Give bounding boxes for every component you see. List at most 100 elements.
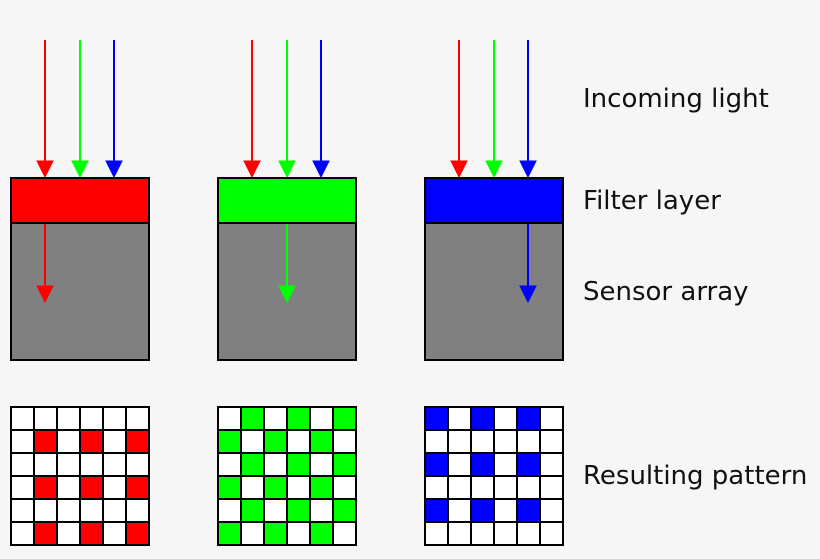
- pattern-cell: [102, 498, 127, 523]
- pattern-cell: [102, 521, 127, 546]
- incoming-red-arrow: [36, 40, 54, 179]
- pattern-cell: [447, 498, 472, 523]
- incoming-blue-arrow-head: [105, 160, 123, 179]
- pattern-cell: [286, 475, 311, 500]
- pattern-cell: [217, 498, 242, 523]
- incoming-red-arrow-head: [36, 160, 54, 179]
- pattern-cell: [470, 452, 495, 477]
- pattern-cell: [493, 406, 518, 431]
- pattern-cell: [424, 452, 449, 477]
- pattern-grid-blue: [424, 406, 564, 546]
- pattern-cell: [516, 452, 541, 477]
- pattern-cell: [56, 521, 81, 546]
- pattern-cell: [102, 429, 127, 454]
- pattern-cell: [470, 475, 495, 500]
- incoming-blue-arrow: [519, 40, 537, 179]
- incoming-red-arrow: [243, 40, 261, 179]
- pattern-cell: [447, 475, 472, 500]
- pattern-cell: [79, 452, 104, 477]
- pattern-cell: [56, 452, 81, 477]
- passed-green-arrow: [278, 224, 296, 304]
- pattern-cell: [217, 475, 242, 500]
- pattern-cell: [493, 521, 518, 546]
- pattern-cell: [125, 475, 150, 500]
- pattern-cell: [447, 521, 472, 546]
- pattern-cell: [470, 429, 495, 454]
- pattern-cell: [102, 475, 127, 500]
- filter-red: [10, 177, 150, 224]
- pattern-cell: [102, 406, 127, 431]
- pattern-grid-green: [217, 406, 357, 546]
- column-green: [217, 40, 357, 546]
- pattern-cell: [10, 475, 35, 500]
- pattern-cell: [332, 429, 357, 454]
- pattern-cell: [516, 521, 541, 546]
- pattern-cell: [33, 521, 58, 546]
- pattern-grid-red: [10, 406, 150, 546]
- incoming-blue-arrow-head: [312, 160, 330, 179]
- filter-green: [217, 177, 357, 224]
- pattern-cell: [56, 406, 81, 431]
- passed-red-arrow-head: [36, 285, 54, 304]
- pattern-cell: [493, 498, 518, 523]
- pattern-cell: [240, 406, 265, 431]
- incoming-red-arrow-head: [450, 160, 468, 179]
- column-red: [10, 40, 150, 546]
- pattern-cell: [286, 452, 311, 477]
- pattern-cell: [332, 521, 357, 546]
- incoming-green-arrow-head: [278, 160, 296, 179]
- pattern-cell: [424, 498, 449, 523]
- pattern-cell: [309, 498, 334, 523]
- pattern-cell: [309, 406, 334, 431]
- column-blue: [424, 40, 564, 546]
- pattern-cell: [516, 475, 541, 500]
- pattern-cell: [10, 429, 35, 454]
- pattern-cell: [217, 521, 242, 546]
- resulting-pattern-label: Resulting pattern: [583, 461, 807, 491]
- pattern-cell: [240, 475, 265, 500]
- pattern-cell: [309, 521, 334, 546]
- pattern-cell: [470, 521, 495, 546]
- pattern-cell: [332, 498, 357, 523]
- pattern-cell: [493, 475, 518, 500]
- pattern-cell: [539, 406, 564, 431]
- pattern-cell: [33, 452, 58, 477]
- pattern-cell: [102, 452, 127, 477]
- incoming-red-arrow-head: [243, 160, 261, 179]
- filter-blue: [424, 177, 564, 224]
- incoming-light-label: Incoming light: [583, 84, 769, 114]
- pattern-cell: [539, 452, 564, 477]
- pattern-cell: [332, 475, 357, 500]
- pattern-cell: [493, 429, 518, 454]
- pattern-cell: [79, 521, 104, 546]
- pattern-cell: [447, 429, 472, 454]
- pattern-cell: [263, 429, 288, 454]
- sensor-blue: [424, 222, 564, 361]
- pattern-cell: [470, 406, 495, 431]
- pattern-cell: [539, 475, 564, 500]
- pattern-cell: [10, 452, 35, 477]
- pattern-cell: [56, 429, 81, 454]
- pattern-cell: [539, 521, 564, 546]
- pattern-cell: [516, 406, 541, 431]
- pattern-cell: [125, 429, 150, 454]
- pattern-cell: [217, 406, 242, 431]
- pattern-cell: [79, 498, 104, 523]
- incoming-green-arrow-head: [71, 160, 89, 179]
- pattern-cell: [493, 452, 518, 477]
- pattern-cell: [10, 406, 35, 431]
- pattern-cell: [309, 475, 334, 500]
- incoming-green-arrow: [278, 40, 296, 179]
- incoming-blue-arrow-head: [519, 160, 537, 179]
- pattern-cell: [516, 498, 541, 523]
- pattern-cell: [286, 406, 311, 431]
- pattern-cell: [539, 498, 564, 523]
- pattern-cell: [125, 498, 150, 523]
- pattern-cell: [286, 429, 311, 454]
- pattern-cell: [33, 406, 58, 431]
- incoming-green-arrow: [485, 40, 503, 179]
- incoming-red-arrow: [450, 40, 468, 179]
- filter-layer-label: Filter layer: [583, 186, 721, 216]
- pattern-cell: [539, 429, 564, 454]
- pattern-cell: [309, 429, 334, 454]
